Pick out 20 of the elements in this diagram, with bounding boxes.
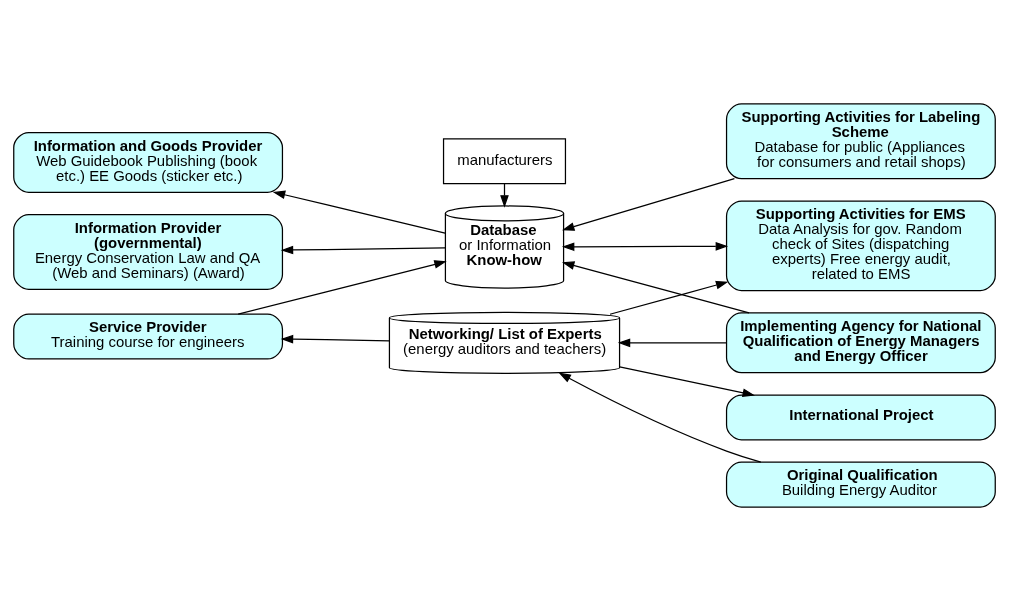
arrow [619, 366, 755, 398]
arrow [609, 280, 729, 315]
arrow [617, 338, 728, 348]
node-box: Information Provider (governmental) Energy Conservation Law and QA (Web and Seminars) (Award) [13, 214, 284, 290]
arrow [272, 190, 446, 234]
arrow [561, 241, 729, 252]
node-box: Implementing Agency for National Qualification of Energy Managers and Energy Officer [725, 312, 996, 374]
node-box: Service Provider Training course for engineers [13, 313, 284, 360]
node-box: Information and Goods Provider Web Guidebook Publishing (book etc.) EE Goods (sticker etc.) [13, 131, 284, 193]
arrow [280, 334, 390, 344]
node-box: manufacturers [442, 138, 567, 185]
arrow [558, 372, 762, 463]
node-box: Supporting Activities for EMS Data Analysis for gov. Random check of Sites (dispatching experts) Free energy audit, related to EMS [725, 200, 996, 292]
node-box: International Project [725, 394, 996, 441]
node-box: Supporting Activities for Labeling Scheme Database for public (Appliances for consumers and retail shops) [725, 103, 996, 180]
arrow [280, 245, 446, 255]
node-box: Original Qualification Building Energy Auditor [725, 461, 996, 508]
arrow [562, 178, 735, 231]
arrow [561, 261, 750, 314]
arrow [237, 260, 447, 315]
